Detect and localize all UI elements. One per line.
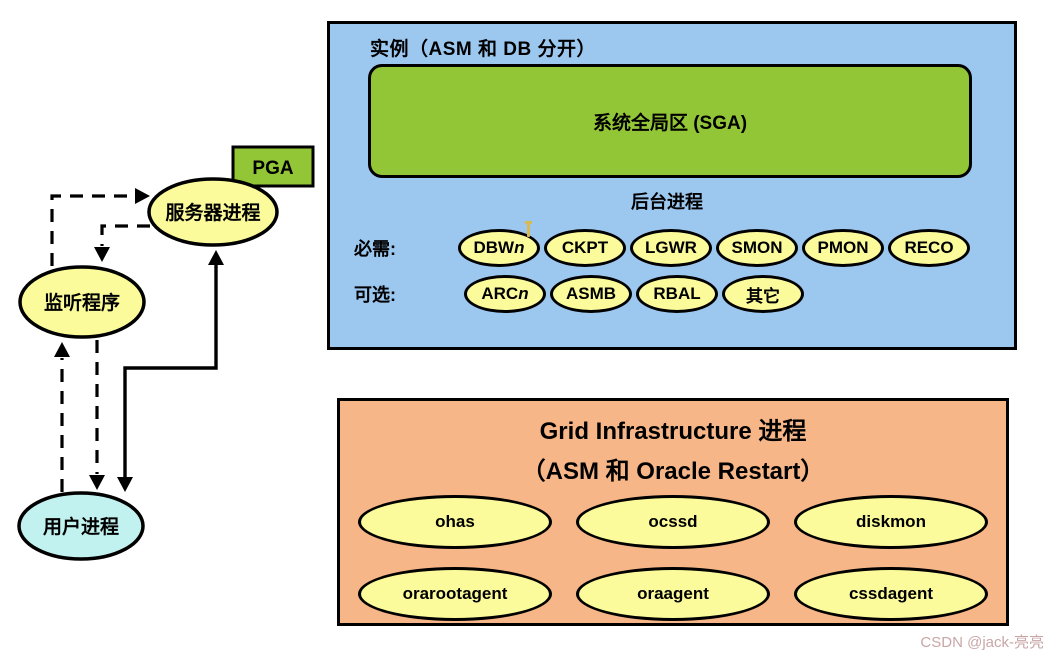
required-label: 必需: [354,239,396,259]
text-cursor-icon [525,221,532,237]
process-label: RECO [904,238,954,257]
process-label: SMON [731,238,783,257]
arrow-listener-to-server [50,194,134,266]
grid-node-label: orarootagent [402,584,508,603]
arrowhead-down-icon [89,475,105,490]
process-node-asmb: ASMB [550,275,632,313]
grid-node-oraagent: oraagent [576,567,770,621]
process-node-ckpt: CKPT [544,229,626,267]
grid-node-label: ohas [435,512,475,531]
pga-box: PGA [231,145,315,188]
pga-label: PGA [252,158,293,179]
process-label: ASMB [565,284,617,303]
process-node-lgwr: LGWR [630,229,712,267]
instance-box: 实例（ASM 和 DB 分开） 系统全局区 (SGA) 后台进程 必需: DBW… [327,21,1017,350]
grid-title-line2: （ASM 和 Oracle Restart） [521,458,825,485]
arrow-user-server-connection [123,264,218,478]
grid-node-label: diskmon [856,512,926,531]
process-node-smon: SMON [716,229,798,267]
sga-box: 系统全局区 (SGA) [368,64,972,178]
grid-node-cssdagent: cssdagent [794,567,988,621]
grid-node-label: ocssd [648,512,698,531]
process-label: RBAL [653,284,701,303]
process-label: PMON [817,238,869,257]
grid-processes-row-1: ohas ocssd diskmon [358,495,988,549]
process-node-rbal: RBAL [636,275,718,313]
optional-label: 可选: [354,285,396,305]
arrowhead-up-icon [54,342,70,357]
instance-title: 实例（ASM 和 DB 分开） [370,39,597,60]
process-label: DBW [473,238,515,257]
grid-node-label: cssdagent [848,584,934,603]
grid-node-orarootagent: orarootagent [358,567,552,621]
background-processes-label: 后台进程 [631,192,703,212]
grid-node-ocssd: ocssd [576,495,770,549]
csdn-watermark: CSDN @jack-亮亮 [920,634,1044,651]
arrowhead-up-icon [208,250,224,265]
arrowhead-down-icon [94,247,110,262]
grid-node-label: oraagent [637,584,709,603]
process-label: CKPT [561,238,609,257]
listener-node: 监听程序 [18,265,146,339]
process-label: ARC [481,284,519,303]
user-process-node: 用户进程 [17,491,145,561]
client-connection-flow-diagram: PGA 服务器进程 监听程序 用户进程 [17,145,315,561]
process-label: LGWR [645,238,697,257]
process-node-pmon: PMON [802,229,884,267]
server-process-label: 服务器进程 [165,201,260,224]
arrowhead-down-icon [117,477,133,492]
process-label-italic: n [518,284,529,303]
grid-node-diskmon: diskmon [794,495,988,549]
listener-label: 监听程序 [44,291,120,314]
grid-infrastructure-box: Grid Infrastructure 进程 （ASM 和 Oracle Res… [337,398,1009,626]
grid-title-line1: Grid Infrastructure 进程 [539,418,807,445]
server-process-node: 服务器进程 [147,177,279,247]
grid-processes-row-2: orarootagent oraagent cssdagent [358,567,988,621]
sga-label: 系统全局区 (SGA) [592,112,748,134]
process-node-other: 其它 [722,275,804,313]
arrowhead-right-icon [135,188,150,204]
process-node-reco: RECO [888,229,970,267]
process-label: 其它 [746,286,780,306]
process-label-italic: n [514,238,525,257]
grid-node-ohas: ohas [358,495,552,549]
arrow-server-to-listener [100,224,150,246]
user-process-label: 用户进程 [43,515,119,538]
